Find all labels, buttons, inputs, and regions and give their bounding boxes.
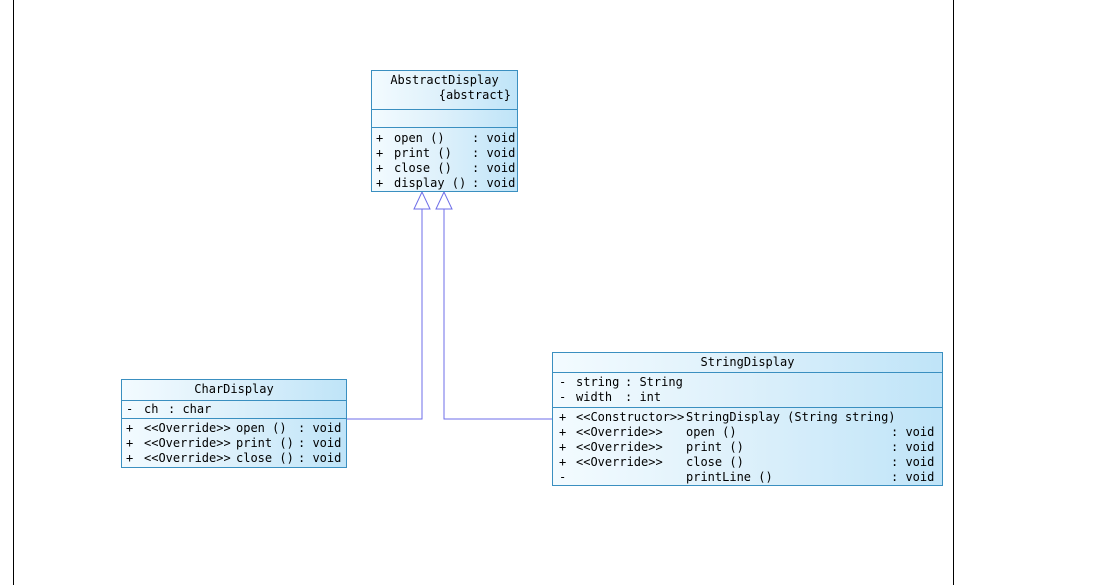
operation-stereotype: <<Override>> [144,436,231,450]
operation-name: close () [686,455,744,469]
generalization-arrowhead-chardisplay [413,190,431,210]
class-header: CharDisplay [122,380,346,401]
operation-type: : void [472,176,516,190]
operation-name: StringDisplay (String string) [686,410,896,424]
attribute-row[interactable]: - string : String [553,375,942,390]
visibility-marker: + [559,410,567,424]
operation-name: open () [686,425,737,439]
operation-type: : void [472,146,516,160]
operation-type: : void [891,425,935,439]
attributes-compartment: - string : String - width : int [553,373,942,408]
operation-type: : void [298,451,342,465]
operation-row[interactable]: + open () : void [372,131,517,146]
visibility-marker: + [126,436,134,450]
visibility-marker: + [559,455,567,469]
class-header: StringDisplay [553,353,942,373]
operation-name: printLine () [686,470,773,484]
operation-row[interactable]: + <<Override>> print () : void [122,436,346,451]
generalization-arrowhead-stringdisplay [435,190,453,210]
visibility-marker: + [376,176,384,190]
generalization-line-chardisplay[interactable] [346,209,423,420]
visibility-marker: + [559,440,567,454]
operation-type: : void [472,161,516,175]
visibility-marker: + [376,146,384,160]
operation-name: print () [394,146,452,160]
attribute-type: : int [625,390,662,404]
visibility-marker: + [376,131,384,145]
operation-type: : void [891,455,935,469]
class-char-display[interactable]: CharDisplay - ch : char + <<Override>> o… [121,379,347,468]
operation-type: : void [472,131,516,145]
frame-left-border [13,0,14,585]
operation-stereotype: <<Override>> [144,421,231,435]
operation-row[interactable]: + <<Override>> print () : void [553,440,942,455]
attribute-type: : String [625,375,683,389]
class-name: AbstractDisplay [390,73,499,87]
operation-row[interactable]: + display () : void [372,176,517,191]
operation-name: open () [394,131,445,145]
class-string-display[interactable]: StringDisplay - string : String - width … [552,352,943,486]
operations-compartment: + <<Constructor>> StringDisplay (String … [553,408,942,485]
attribute-name: string [576,375,620,389]
operation-name: open () [236,421,287,435]
operation-row[interactable]: - printLine () : void [553,470,942,485]
class-header: AbstractDisplay {abstract} [372,71,517,110]
operation-stereotype: <<Constructor>> [576,410,685,424]
operation-row[interactable]: + <<Override>> open () : void [553,425,942,440]
operation-row[interactable]: + <<Override>> open () : void [122,421,346,436]
operation-stereotype: <<Override>> [576,440,663,454]
operations-compartment: + <<Override>> open () : void + <<Overri… [122,419,346,466]
attributes-compartment: - ch : char [122,401,346,419]
operation-stereotype: <<Override>> [576,425,663,439]
attribute-type: : char [168,402,212,416]
operation-name: close () [236,451,294,465]
operation-row[interactable]: + close () : void [372,161,517,176]
class-name: CharDisplay [194,382,274,396]
operation-type: : void [298,436,342,450]
operation-stereotype: <<Override>> [576,455,663,469]
visibility-marker: - [559,470,567,484]
attribute-row[interactable]: - ch : char [122,402,346,417]
visibility-marker: - [559,390,567,404]
operation-type: : void [298,421,342,435]
attribute-name: ch [144,402,159,416]
attributes-compartment [372,110,517,128]
generalization-line-stringdisplay[interactable] [443,209,553,420]
operation-name: print () [236,436,294,450]
visibility-marker: - [559,375,567,389]
operation-row[interactable]: + <<Override>> close () : void [553,455,942,470]
operation-name: display () [394,176,467,190]
visibility-marker: + [376,161,384,175]
visibility-marker: + [126,421,134,435]
frame-right-border [953,0,954,585]
class-stereotype: {abstract} [438,88,511,102]
visibility-marker: - [126,402,134,416]
attribute-name: width [576,390,613,404]
operation-type: : void [891,470,935,484]
operation-row[interactable]: + <<Override>> close () : void [122,451,346,466]
class-name: StringDisplay [700,355,795,369]
operation-row[interactable]: + print () : void [372,146,517,161]
operation-row[interactable]: + <<Constructor>> StringDisplay (String … [553,410,942,425]
operation-name: print () [686,440,744,454]
operation-name: close () [394,161,452,175]
operation-stereotype: <<Override>> [144,451,231,465]
visibility-marker: + [126,451,134,465]
operation-type: : void [891,440,935,454]
operations-compartment: + open () : void + print () : void + clo… [372,128,517,191]
visibility-marker: + [559,425,567,439]
class-abstract-display[interactable]: AbstractDisplay {abstract} + open () : v… [371,70,518,192]
attribute-row[interactable]: - width : int [553,390,942,405]
